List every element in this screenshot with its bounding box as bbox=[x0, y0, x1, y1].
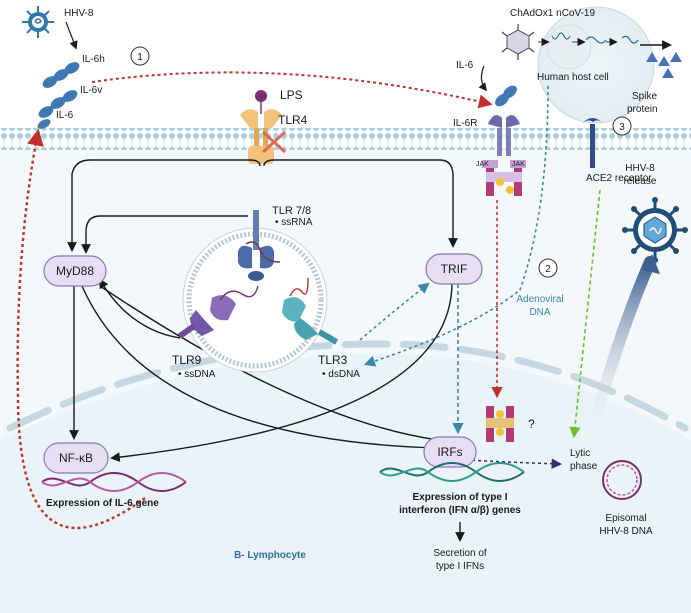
vaccine-expression-pathway bbox=[538, 32, 639, 47]
step-3-badge bbox=[612, 116, 632, 136]
step-1-number: 1 bbox=[137, 52, 143, 63]
irfs-node bbox=[423, 436, 477, 468]
lytic-release-arrow-head bbox=[642, 254, 660, 274]
lytic-line2: phase bbox=[570, 461, 598, 472]
plasma-membrane bbox=[0, 128, 691, 150]
hhv8-virus-icon bbox=[22, 6, 54, 38]
stat-dimer-icon bbox=[486, 406, 514, 442]
myd88-node bbox=[43, 255, 107, 287]
lps-molecule-icon bbox=[255, 90, 267, 102]
il6-right-molecule-icon bbox=[495, 85, 517, 107]
spike-protein-cluster-icon bbox=[646, 52, 682, 78]
nuclear-envelope bbox=[6, 340, 689, 432]
ssdna-label: • ssDNA bbox=[178, 369, 216, 380]
spike-line2: protein bbox=[627, 104, 658, 115]
trif-label: TRIF bbox=[441, 262, 468, 276]
il6v-label: IL-6v bbox=[80, 85, 102, 96]
hhv8-top-label: HHV-8 bbox=[64, 8, 94, 19]
hhv8-release-virus-icon bbox=[622, 197, 688, 263]
chadox-virus-icon bbox=[501, 24, 535, 60]
tlr4-receptor-icon bbox=[240, 109, 282, 164]
human-host-cell-label: Human host cell bbox=[537, 72, 609, 83]
tlr4-to-trif-arrow bbox=[263, 159, 458, 248]
jak-complex-icon bbox=[482, 160, 526, 196]
step-1-badge bbox=[130, 46, 150, 66]
il6-right-binding-arrow bbox=[478, 65, 488, 92]
chadox-label: ChAdOx1 nCoV-19 bbox=[510, 8, 595, 19]
il6-gene-dna-icon bbox=[41, 472, 187, 492]
host-cell-nucleus bbox=[546, 24, 592, 70]
il6r-label: IL-6R bbox=[453, 118, 477, 129]
tlr4-label: TLR4 bbox=[278, 113, 308, 127]
il6-gene-expression-label: Expression of IL-6 gene bbox=[46, 498, 159, 509]
il6-to-il6r-red-arrow bbox=[91, 71, 493, 109]
hhv8-release-line1: HHV-8 bbox=[625, 163, 655, 174]
jak-right-label: JAK bbox=[512, 161, 525, 168]
ace2-receptor-icon bbox=[582, 118, 604, 168]
tlr9-receptor-icon bbox=[177, 285, 259, 339]
adenoviral-dna-blue-arrow bbox=[363, 85, 549, 367]
endosome-membrane bbox=[186, 231, 324, 369]
il6h-label: IL-6h bbox=[82, 54, 105, 65]
tlr78-to-myd88-arrow bbox=[81, 215, 248, 254]
il6r-receptor-icon bbox=[488, 115, 520, 156]
ace2-to-lytic-green-arrow bbox=[569, 189, 601, 439]
hhv8-to-il6-arrow bbox=[65, 21, 78, 50]
step-2-badge bbox=[538, 258, 558, 278]
episomal-dna-icon bbox=[602, 460, 642, 500]
lytic-release-arrow-shaft bbox=[582, 256, 656, 450]
tlr3-receptor-icon bbox=[282, 277, 339, 345]
ifn-expression-line1: Expression of type I bbox=[412, 492, 507, 503]
nucleus-background bbox=[0, 354, 691, 613]
lytic-line1: Lytic bbox=[570, 448, 590, 459]
lps-label: LPS bbox=[280, 88, 303, 102]
trif-node bbox=[425, 253, 483, 285]
dsdna-label: • dsDNA bbox=[322, 369, 360, 380]
adenoviral-line1: Adenoviral bbox=[516, 294, 563, 305]
hhv8-release-line2: release bbox=[624, 176, 657, 187]
episomal-line2: HHV-8 DNA bbox=[599, 526, 653, 537]
nfkb-label: NF-κB bbox=[59, 451, 93, 465]
trif-to-nfkb-arrow bbox=[110, 283, 453, 462]
secretion-line1: Secretion of bbox=[433, 548, 487, 559]
irfs-label: IRFs bbox=[437, 445, 462, 459]
tlr78-label: TLR 7/8 bbox=[272, 205, 311, 217]
ifn-expression-line2: interferon (IFN α/β) genes bbox=[399, 505, 521, 516]
myd88-to-irfs-arrow-2 bbox=[99, 285, 439, 441]
il6-feedback-red-arrow bbox=[16, 128, 146, 530]
unknown-mechanism-question: ? bbox=[528, 417, 535, 431]
il6-molecule-icon bbox=[37, 62, 80, 129]
jak-left-label: JAK bbox=[476, 161, 489, 168]
secretion-line2: type I IFNs bbox=[436, 561, 484, 572]
irfs-to-lytic-arrow bbox=[429, 457, 563, 469]
episomal-line1: Episomal bbox=[605, 513, 646, 524]
step-3-number: 3 bbox=[619, 122, 625, 133]
ace2-label: ACE2 receptor bbox=[586, 173, 652, 184]
tlr3-to-trif-arrow bbox=[359, 282, 430, 341]
il6-left-label: IL-6 bbox=[56, 110, 74, 121]
il6-right-label: IL-6 bbox=[456, 60, 474, 71]
tlr4-blocked-cross-icon bbox=[261, 130, 287, 154]
b-lymphocyte-label: B- Lymphocyte bbox=[234, 550, 306, 561]
tlr78-receptor-icon bbox=[238, 210, 281, 281]
tlr4-to-myd88-arrow bbox=[67, 159, 261, 252]
step-2-number: 2 bbox=[545, 264, 551, 275]
nfkb-node bbox=[43, 442, 109, 474]
myd88-to-irfs-arrow bbox=[81, 285, 440, 453]
ssrna-label: • ssRNA bbox=[275, 217, 313, 228]
spike-line1: Spike bbox=[632, 91, 657, 102]
myd88-label: MyD88 bbox=[56, 264, 94, 278]
tlr9-label: TLR9 bbox=[172, 353, 202, 367]
adenoviral-line2: DNA bbox=[529, 307, 550, 318]
ifn-gene-dna-icon bbox=[379, 462, 525, 482]
tlr3-label: TLR3 bbox=[318, 353, 348, 367]
